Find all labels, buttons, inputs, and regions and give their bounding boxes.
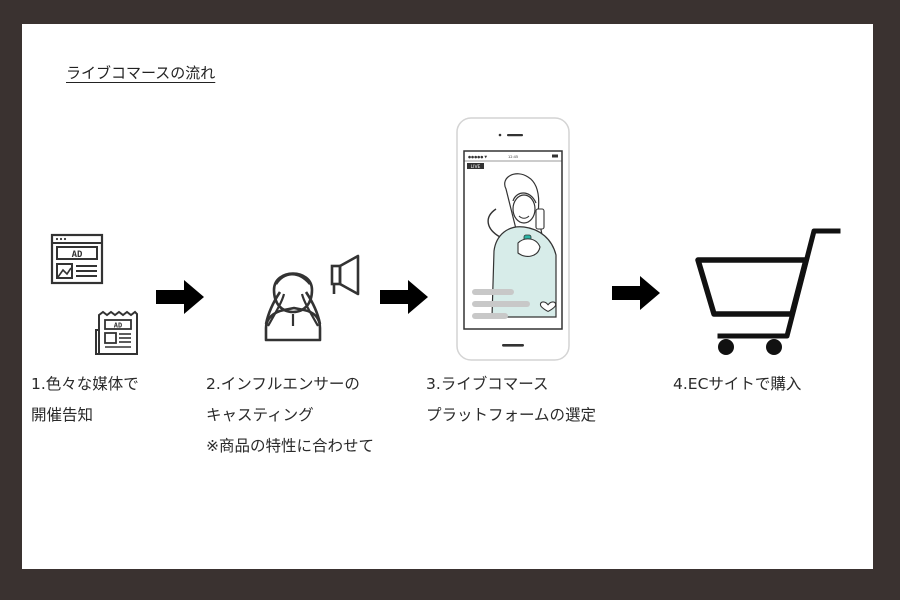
step-1-line-1: 1.色々な媒体で [31, 375, 139, 393]
diagram-panel: ライブコマースの流れ AD AD [22, 24, 873, 569]
step-3-line-2: プラットフォームの選定 [426, 406, 597, 424]
shopping-cart-icon [695, 228, 841, 355]
live-badge: LIVE [471, 164, 481, 170]
step-2-line-2: キャスティング [206, 406, 314, 424]
step-1-label: 1.色々な媒体で 開催告知 [31, 369, 139, 431]
web-ad-icon: AD [50, 233, 104, 285]
svg-text:12:45: 12:45 [508, 155, 518, 159]
step-3-label: 3.ライブコマース プラットフォームの選定 [426, 369, 596, 431]
newspaper-ad-icon: AD [95, 310, 138, 355]
step-2-line-3: ※商品の特性に合わせて [206, 437, 374, 455]
step-2-label: 2.インフルエンサーの キャスティング ※商品の特性に合わせて [206, 369, 374, 462]
step-3-line-1: 3.ライブコマース [426, 375, 549, 393]
newspaper-ad-text: AD [114, 322, 122, 330]
diagram-title: ライブコマースの流れ [66, 64, 216, 82]
svg-text:●●●●● ▼: ●●●●● ▼ [468, 155, 487, 159]
arrow-right-icon [612, 276, 660, 310]
web-ad-text: AD [72, 250, 83, 260]
live-stream-phone-icon: ●●●●● ▼ 12:45 LIVE [456, 117, 570, 361]
step-4-line-1: 4.ECサイトで購入 [673, 375, 802, 393]
influencer-megaphone-icon [264, 254, 360, 342]
step-4-label: 4.ECサイトで購入 [673, 369, 801, 400]
arrow-right-icon [156, 280, 204, 314]
step-1-line-2: 開催告知 [31, 406, 94, 424]
step-2-line-1: 2.インフルエンサーの [206, 375, 360, 393]
arrow-right-icon [380, 280, 428, 314]
